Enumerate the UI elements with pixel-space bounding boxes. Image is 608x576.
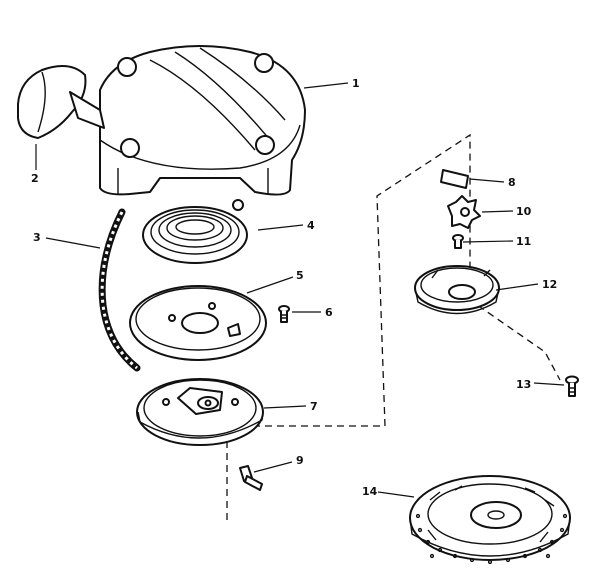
callout-14: 14 (362, 485, 378, 498)
callout-4: 4 (307, 219, 315, 232)
callout-1: 1 (352, 77, 360, 90)
callout-5: 5 (296, 269, 304, 282)
pawl-plate (440, 169, 469, 189)
starter-rope (98, 208, 141, 372)
callout-3: 3 (33, 231, 41, 244)
callout-13: 13 (516, 378, 531, 391)
callout-7: 7 (310, 400, 318, 413)
retainer-plate (129, 285, 267, 361)
callout-8: 8 (508, 176, 516, 189)
bolt-13 (565, 375, 579, 397)
callout-6: 6 (325, 306, 333, 319)
callout-2: 2 (31, 172, 39, 185)
star-retainer (447, 195, 481, 229)
starter-cup (414, 265, 500, 315)
starter-housing (99, 45, 306, 196)
screw-11 (452, 234, 464, 249)
pull-handle (17, 65, 105, 139)
leader-lines (35, 82, 565, 498)
callout-9: 9 (296, 454, 304, 467)
cam-plate (136, 378, 264, 446)
callout-labels: 1 2 3 4 5 6 7 9 8 10 11 12 13 14 (31, 77, 557, 498)
flywheel-screen (409, 475, 571, 565)
recoil-spring (142, 199, 248, 264)
screw-6 (278, 305, 290, 323)
callout-11: 11 (516, 235, 531, 248)
pin-9 (239, 465, 263, 491)
callout-10: 10 (516, 205, 532, 218)
callout-12: 12 (542, 278, 557, 291)
